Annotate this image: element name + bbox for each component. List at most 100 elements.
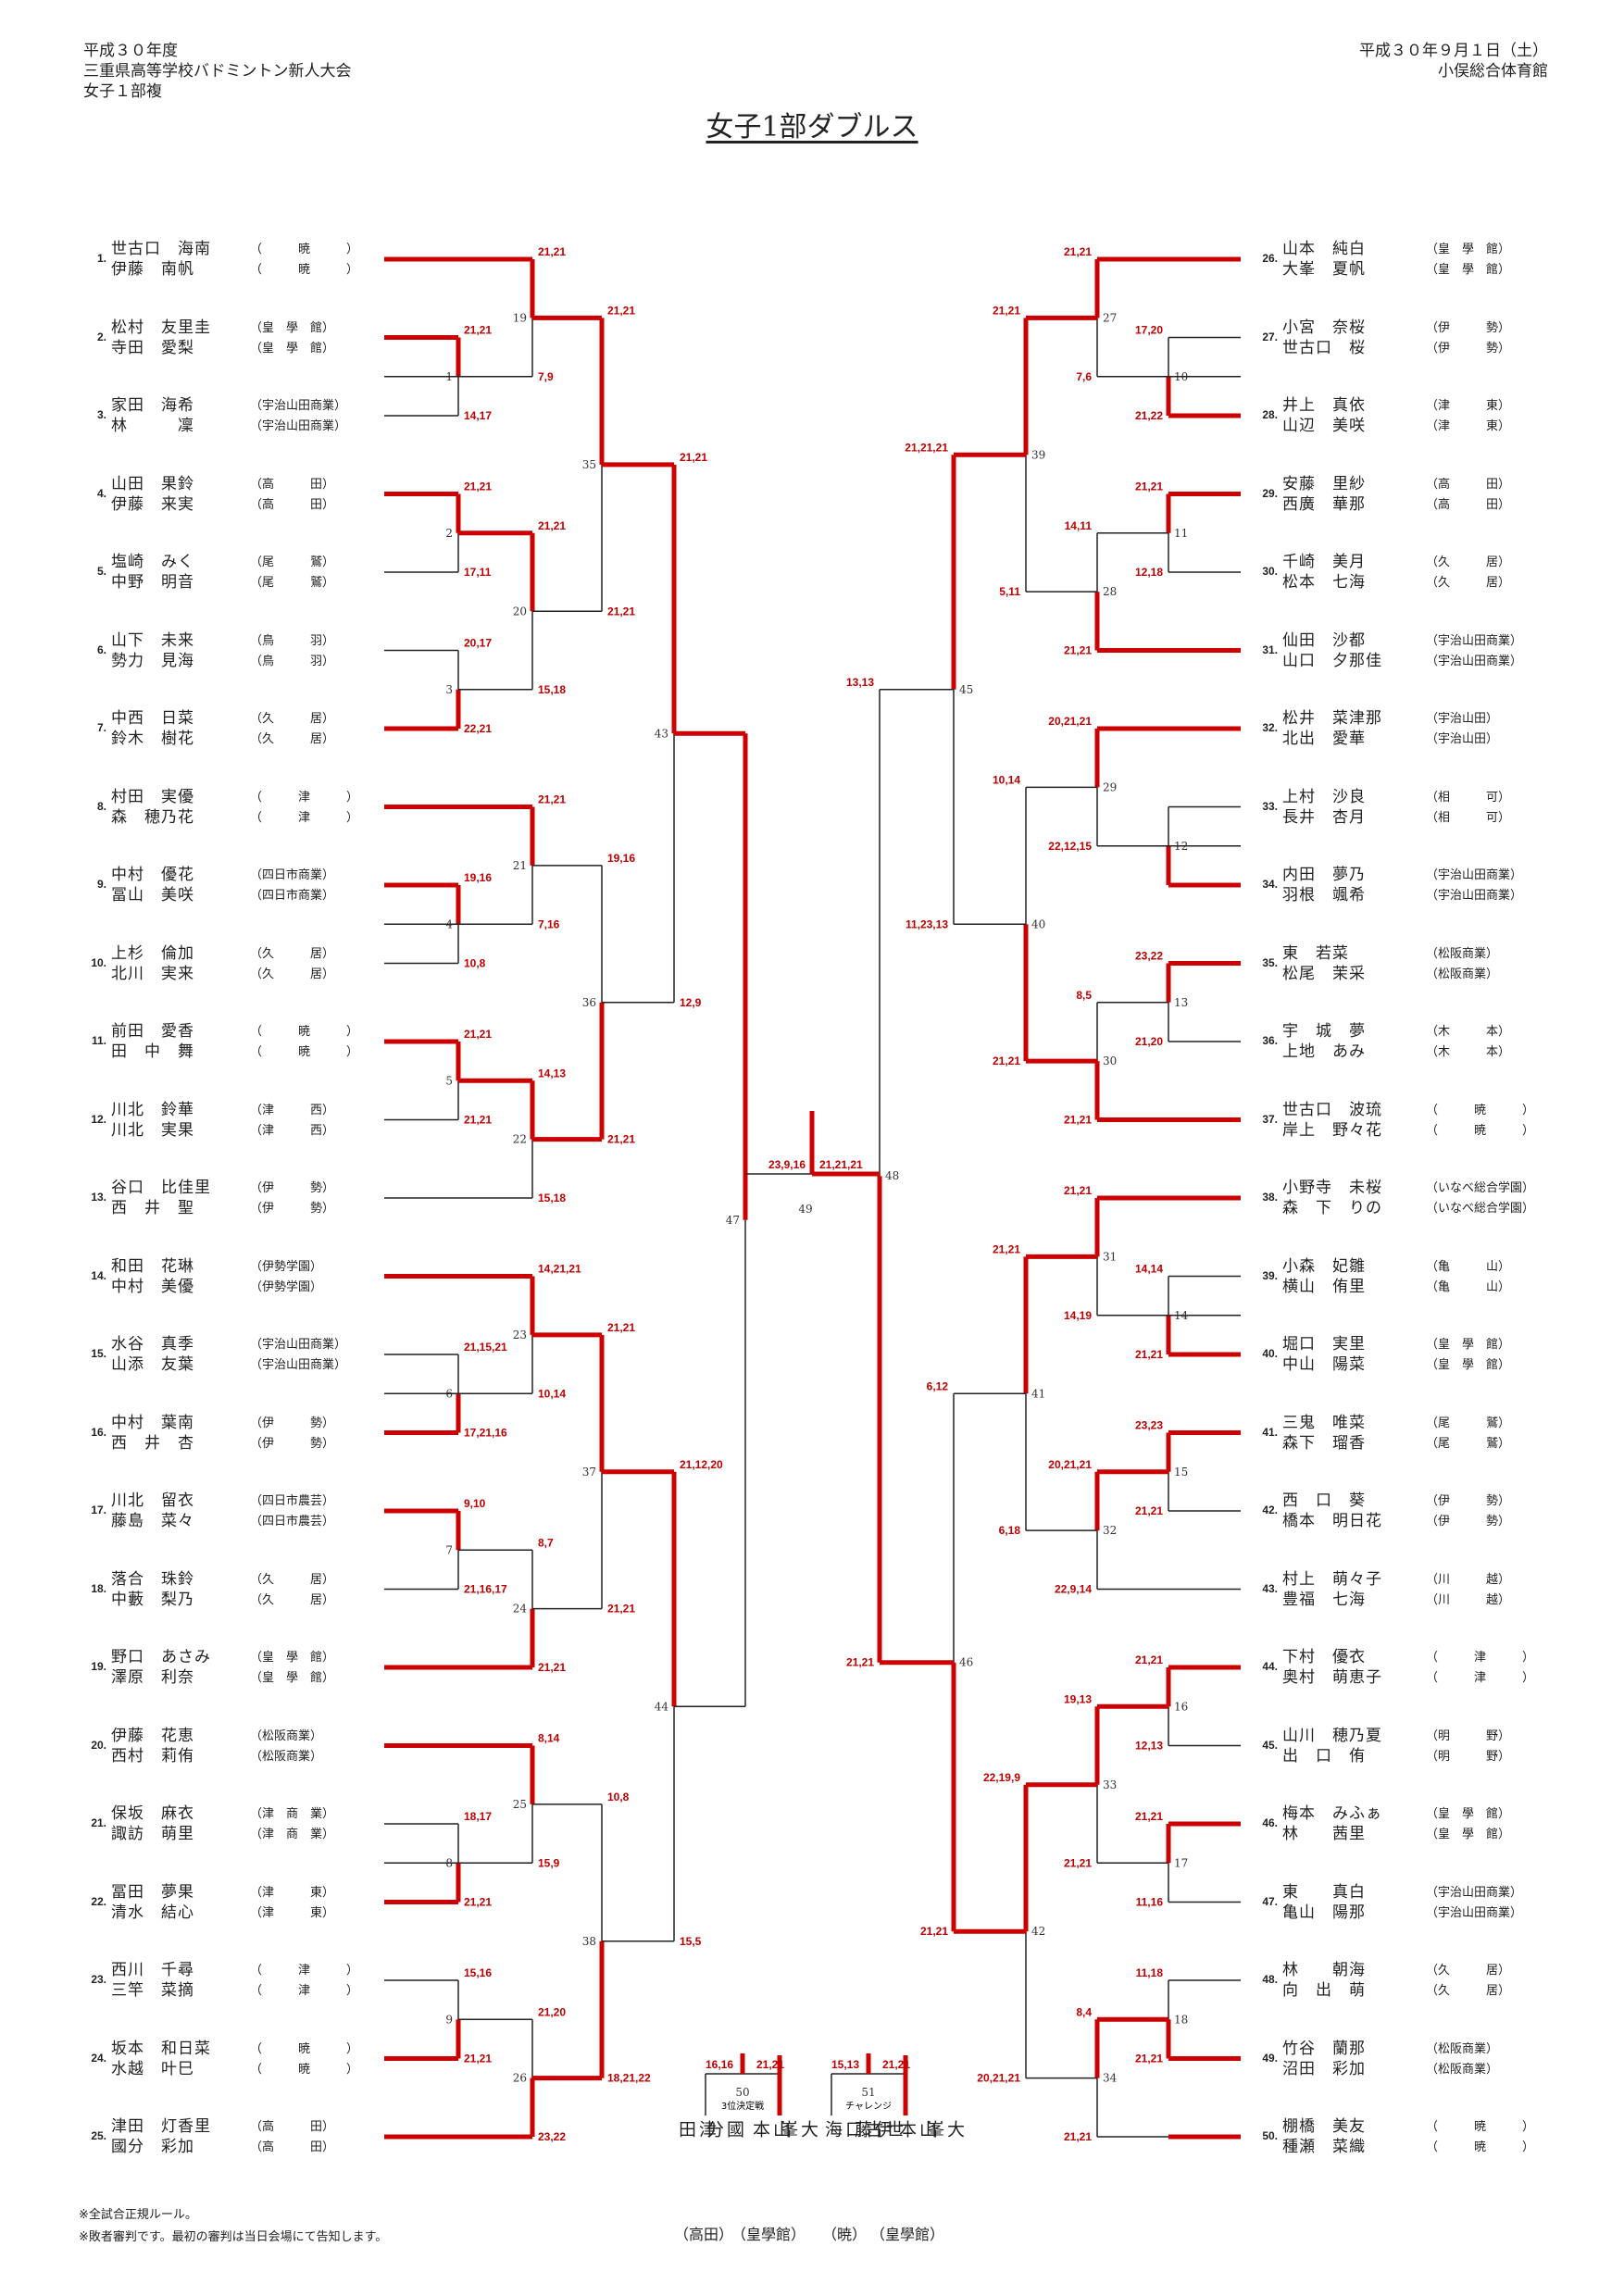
entry-47: 47.東 真白（宇治山田商業）亀山 陽那（宇治山田商業） xyxy=(1262,1882,1579,1924)
score-label: 21,21 xyxy=(607,304,635,317)
match-number: 41 xyxy=(1031,1387,1045,1400)
score-label: 14,17 xyxy=(464,409,492,422)
score-label: 17,11 xyxy=(464,566,492,579)
school-1: （宇治山田商業） xyxy=(1426,868,1523,882)
school-2: （亀 山） xyxy=(1426,1279,1511,1294)
player-2: 林 凜 xyxy=(111,417,194,435)
entry-49: 49.竹谷 蘭那（松阪商業）沼田 彩加（松阪商業） xyxy=(1262,2040,1579,2080)
school-1: （ 津 ） xyxy=(1426,1651,1535,1665)
player-2: 西村 莉侑 xyxy=(111,1746,194,1766)
entry-number: 1. xyxy=(96,252,106,265)
score-label: 21,21 xyxy=(1135,480,1163,493)
score-label: 21,21 xyxy=(607,1603,635,1616)
header-date: 平成３０年９月１日（土） xyxy=(1359,42,1548,60)
entry-30: 30.千崎 美月（久 居）松本 七海（久 居） xyxy=(1262,553,1579,593)
score-label: 10,14 xyxy=(993,773,1020,786)
entry-number: 36. xyxy=(1262,1034,1278,1047)
entry-number: 20. xyxy=(91,1738,106,1752)
score-label: 21,21 xyxy=(607,605,635,618)
player-2: 森 下 りの xyxy=(1282,1199,1382,1217)
header-year: 平成３０年度 xyxy=(83,42,178,60)
score-label: 23,22 xyxy=(538,2130,566,2143)
score-label: 18,17 xyxy=(464,1810,492,1823)
entry-number: 15. xyxy=(91,1347,106,1360)
school-1: （川 越） xyxy=(1426,1572,1511,1587)
school-1: （宇治山田商業） xyxy=(250,399,347,413)
entry-number: 3. xyxy=(96,408,106,421)
school-2: （宇治山田商業） xyxy=(1426,889,1523,903)
score-label: 17,21,16 xyxy=(464,1427,507,1440)
entry-1: 1.世古口 海南（ 暁 ）伊藤 南帆（ 暁 ） xyxy=(97,240,407,281)
entry-15: 15.水谷 真季（宇治山田商業）山添 友葉（宇治山田商業） xyxy=(91,1335,407,1376)
player-2: 森下 瑠香 xyxy=(1282,1433,1366,1453)
school-1: （高 田） xyxy=(250,477,335,492)
final-score-right: 21,21,21 xyxy=(819,1158,863,1171)
player-2: 國分 彩加 xyxy=(111,2138,194,2156)
score-label: 22,19,9 xyxy=(983,1771,1020,1784)
entry-number: 24. xyxy=(91,2051,106,2065)
school-1: （久 居） xyxy=(250,946,335,961)
school-1: （宇治山田商業） xyxy=(1426,633,1523,648)
player-2: 伊藤 来実 xyxy=(111,494,194,514)
player-1: 山川 穂乃夏 xyxy=(1282,1726,1382,1745)
third-team-b-1: 山本 xyxy=(750,2120,791,2140)
entry-number: 32. xyxy=(1262,721,1278,734)
score-label: 8,14 xyxy=(538,1732,560,1745)
player-2: 北川 実来 xyxy=(111,964,194,983)
score-label: 19,16 xyxy=(464,871,492,884)
score-label: 21,21 xyxy=(607,1133,635,1146)
player-2: 橋本 明日花 xyxy=(1282,1512,1382,1530)
score-label: 21,21 xyxy=(846,1656,874,1669)
player-2: 冨山 美咲 xyxy=(111,886,194,905)
entry-number: 45. xyxy=(1262,1738,1278,1752)
player-1: 三鬼 唯菜 xyxy=(1282,1413,1366,1432)
player-1: 小宮 奈桜 xyxy=(1282,318,1366,337)
school-1: （皇 學 館） xyxy=(250,320,335,335)
score-label: 21,12,20 xyxy=(680,1458,723,1471)
school-2: （久 居） xyxy=(250,1592,335,1607)
third-school-a: （高田） xyxy=(674,2226,734,2243)
score-label: 22,9,14 xyxy=(1055,1583,1092,1596)
score-label: 10,8 xyxy=(464,957,486,970)
match-number: 44 xyxy=(655,1700,669,1713)
match-number: 30 xyxy=(1103,1054,1117,1067)
score-label: 14,11 xyxy=(1065,519,1093,532)
player-2: 三竿 菜摘 xyxy=(111,1981,194,2000)
score-label: 19,16 xyxy=(607,852,635,865)
player-1: 東 真白 xyxy=(1282,1882,1366,1902)
third-place-match-number: 50 xyxy=(735,2086,749,2099)
school-1: （ 津 ） xyxy=(250,790,359,805)
school-1: （亀 山） xyxy=(1426,1259,1511,1274)
header-right: 平成３０年９月１日（土） 小俣総合体育館 xyxy=(1359,41,1548,81)
score-label: 21,21 xyxy=(680,451,707,464)
match-number: 19 xyxy=(513,311,527,324)
score-label: 21,21 xyxy=(1135,1653,1163,1666)
school-2: （皇 學 館） xyxy=(250,1671,335,1685)
challenge-label: チャレンジ xyxy=(845,2101,892,2112)
school-2: （皇 學 館） xyxy=(250,341,335,356)
score-label: 21,21 xyxy=(607,1321,635,1334)
score-label: 5,11 xyxy=(999,585,1020,598)
match-number: 13 xyxy=(1174,996,1188,1009)
player-1: 千崎 美月 xyxy=(1282,553,1366,571)
school-2: （高 田） xyxy=(250,497,335,512)
entry-14: 14.和田 花琳（伊勢学園）中村 美優（伊勢学園） xyxy=(91,1257,407,1298)
player-1: 棚橋 美友 xyxy=(1282,2117,1366,2136)
score-label: 21,21 xyxy=(1135,1504,1163,1517)
school-1: （ 暁 ） xyxy=(250,243,359,256)
school-1: （宇治山田商業） xyxy=(1426,1885,1523,1900)
player-2: 種瀬 菜織 xyxy=(1282,2138,1366,2156)
school-2: （尾 鷲） xyxy=(1426,1436,1511,1451)
entry-number: 43. xyxy=(1262,1581,1278,1595)
player-2: 世古口 桜 xyxy=(1282,338,1366,357)
player-1: 川北 留衣 xyxy=(111,1491,194,1510)
entry-number: 25. xyxy=(91,2129,106,2142)
school-2: （ 暁 ） xyxy=(250,2062,359,2077)
score-label: 21,21 xyxy=(464,1896,492,1909)
player-1: 野口 あさみ xyxy=(111,1648,211,1666)
score-label: 7,16 xyxy=(538,917,560,930)
school-2: （ 津 ） xyxy=(250,810,359,825)
player-2: 沼田 彩加 xyxy=(1282,2059,1366,2078)
entry-10: 10.上杉 倫加（久 居）北川 実来（久 居） xyxy=(91,944,407,985)
school-2: （木 本） xyxy=(1426,1045,1511,1059)
